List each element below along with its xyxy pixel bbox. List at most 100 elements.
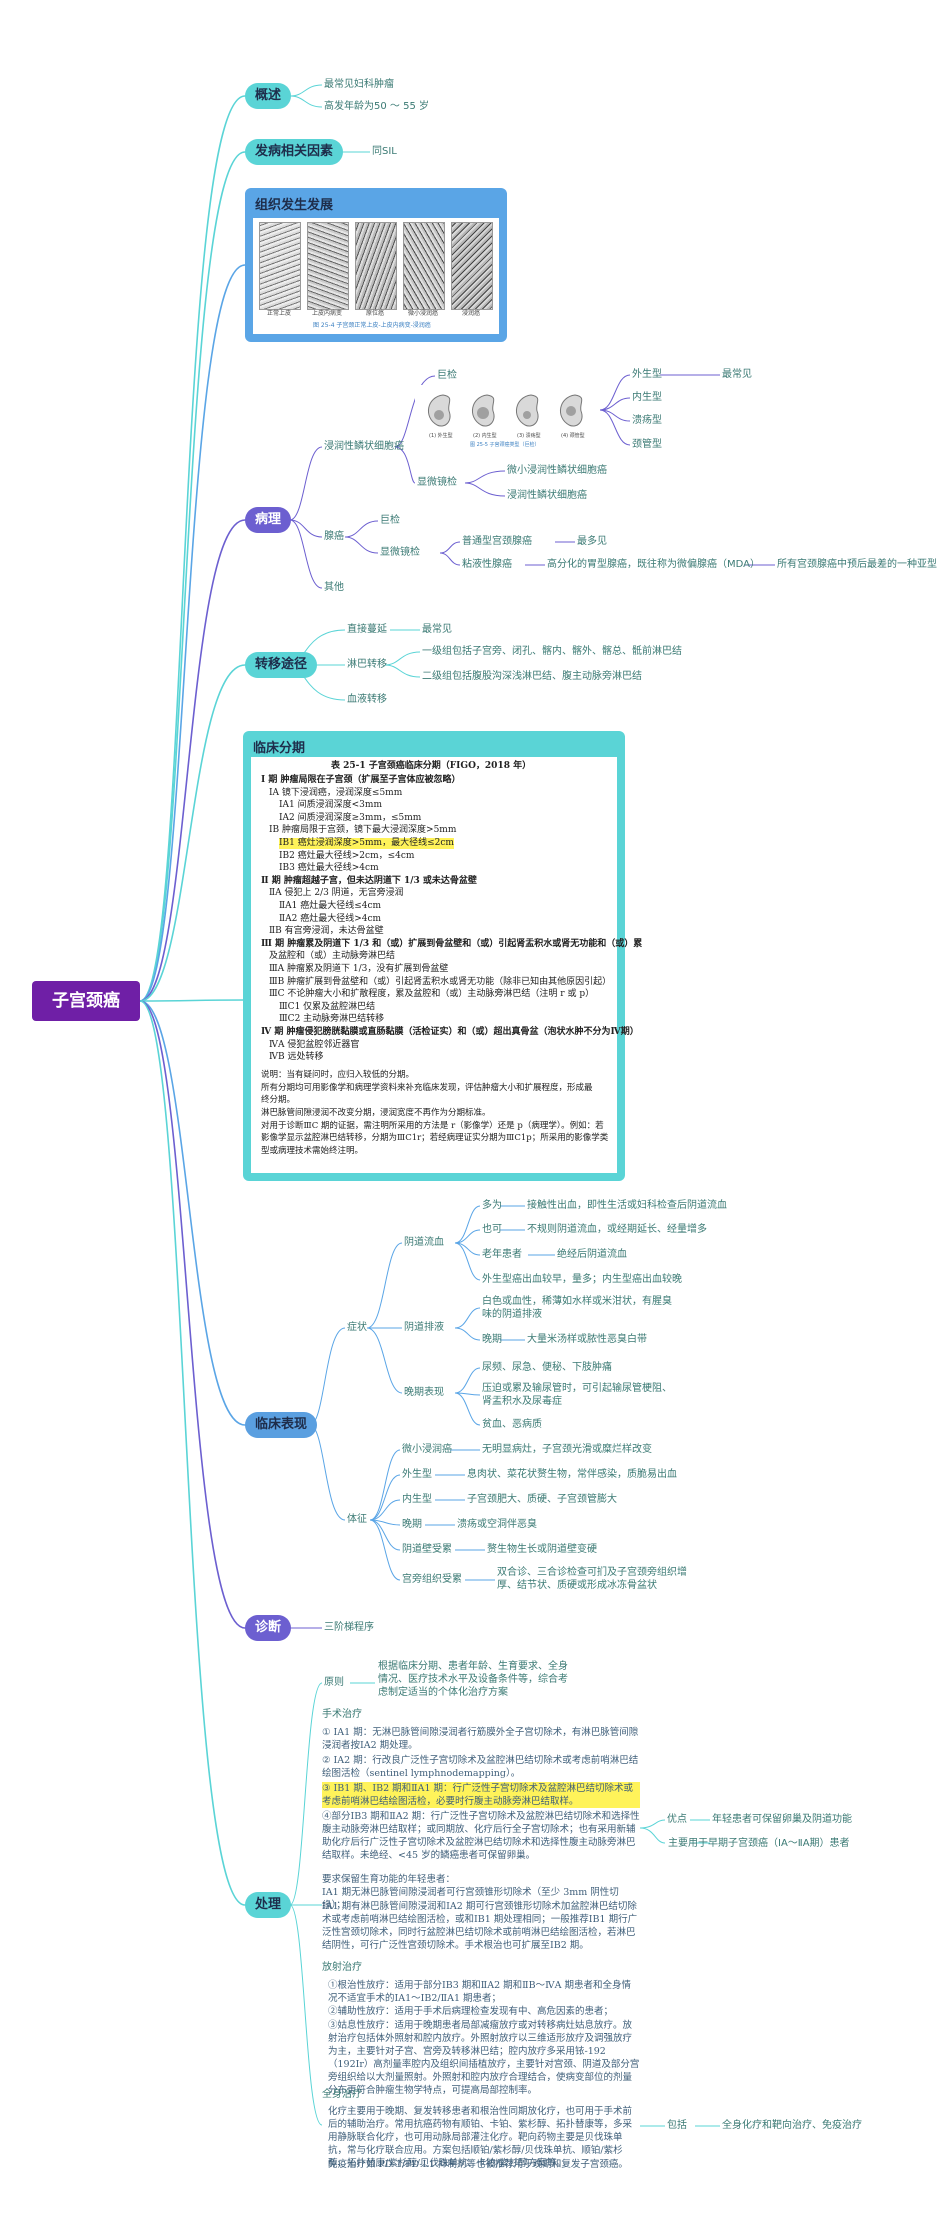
surgery-adv-label[interactable]: 优点 [667,1814,687,1825]
staging-line: ⅠB1 癌灶浸润深度>5mm，最大径线≤2cm [279,838,454,849]
staging-line: ⅠA1 间质浸润深度<3mm [279,800,382,811]
staging-line: ⅢB 肿瘤扩展到骨盆壁和（或）引起肾盂积水或肾无功能（除非已知由其他原因引起） [269,976,612,987]
node-pathology[interactable]: 病理 [245,507,292,533]
surgery-line-4: ④部分ⅠB3 期和ⅡA2 期：行广泛性子宫切除术及盆腔淋巴结切除术和选择性腹主动… [322,1811,640,1861]
overview-item-age: 高发年龄为50 ～ 55 岁 [324,101,429,112]
metastasis-blood: 血液转移 [347,694,387,705]
symptom-discharge[interactable]: 阴道排液 [404,1322,444,1333]
treatment-principle[interactable]: 原则 [324,1677,344,1688]
histogenesis-caption: 图 25-4 子宫颈正常上皮-上皮内病变-浸润癌 [313,322,431,329]
metastasis-direct-note: 最常见 [422,624,452,635]
gross-type-exo: 外生型 [632,369,662,380]
fig-label-exo: (1) 外生型 [429,433,453,439]
fertility-line-2: ⅠA1 期无淋巴脉管间隙浸润者可行宫颈锥形切除术（至少 3mm 阴性切缘）； [322,1887,619,1911]
node-overview[interactable]: 概述 [245,83,292,109]
surgery-line-1: ① ⅠA1 期：无淋巴脉管间隙浸润者行筋膜外全子宫切除术，有淋巴脉管间隙浸润者按… [322,1727,639,1751]
metastasis-lymph[interactable]: 淋巴转移 [347,659,387,670]
fig-label-canal: (4) 颈管型 [561,433,585,439]
staging-line: ⅢC 不论肿瘤大小和扩散程度，累及盆腔和（或）主动脉旁淋巴结（注明 r 或 p） [269,989,595,1000]
staging-line: ⅢC2 主动脉旁淋巴结转移 [279,1014,385,1025]
tile-label-normal: 正常上皮 [266,310,291,317]
bleed-key-1: 多为 [482,1200,502,1211]
adeno-micro[interactable]: 显微镜检 [380,547,420,558]
staging-line: 型或病理技术需始终注明。 [261,1145,364,1156]
tile-label-micro: 微小浸润癌 [407,310,438,317]
staging-line: 影像学显示盆腔淋巴结转移，分期为ⅢC1r；若经病理证实分期为ⅢC1p；所采用的影… [261,1133,609,1144]
adeno-common-note: 最多见 [577,536,607,547]
staging-table: 表 25-1 子宫颈癌临床分期（FIGO，2018 年） Ⅰ 期 肿瘤局限在子宫… [251,757,642,1173]
treatment-notes: 手术治疗 ① ⅠA1 期：无淋巴脉管间隙浸润者行筋膜外全子宫切除术，有淋巴脉管间… [322,1708,640,2170]
staging-line: Ⅲ 期 肿瘤累及阴道下 1/3 和（或）扩展到骨盆壁和（或）引起肾盂积水或肾无功… [261,938,643,949]
tile-label-invasive: 浸润癌 [461,310,480,317]
histology-image-cis [355,222,397,310]
fig-label-ulcer: (3) 溃疡型 [517,433,541,439]
gross-figure-caption: 图 25-5 子宫颈癌类型（巨检） [470,442,540,448]
staging-line: ⅢA 肿瘤累及阴道下 1/3，没有扩展到骨盆壁 [269,964,449,974]
clinical-symptoms[interactable]: 症状 [347,1322,367,1333]
scc-micro[interactable]: 显微镜检 [417,477,457,488]
pathology-scc[interactable]: 浸润性鳞状细胞癌 [324,441,404,452]
staging-line: ⅠB2 癌灶最大径线>2cm，≤4cm [279,850,415,861]
surgery-adv-1: 年轻患者可保留卵巢及阴道功能 [712,1814,852,1825]
fig-label-endo: (2) 内生型 [473,433,497,439]
staging-line: 淋巴脉管间隙浸润不改变分期，浸润宽度不再作为分期标准。 [261,1108,491,1118]
scc-gross[interactable]: 巨检 [437,370,457,381]
staging-line: ⅣA 侵犯盆腔邻近器官 [269,1039,360,1050]
node-metastasis[interactable]: 转移途径 [245,652,318,678]
symptom-late[interactable]: 晚期表现 [404,1387,444,1398]
sign-key-3: 内生型 [402,1494,432,1505]
scc-gross-figure: (1) 外生型 (2) 内生型 (3) 溃疡型 (4) 颈管型 图 25-5 子… [415,385,600,455]
sign-val-4: 溃疡或空洞伴恶臭 [457,1519,537,1530]
node-risk-factors[interactable]: 发病相关因素 [245,139,344,165]
scc-micro-item-1: 微小浸润性鳞状细胞癌 [507,465,607,476]
histogenesis-figure: 正常上皮 上皮内病变 原位癌 微小浸润癌 浸润癌 图 25-4 子宫颈正常上皮-… [253,218,499,334]
staging-table-title: 表 25-1 子宫颈癌临床分期（FIGO，2018 年） [331,761,532,771]
pathology-other: 其他 [324,582,344,593]
chemo-line-2: 免疫治疗如 PD-1/PD-L1 抑制剂等也被推荐用于晚期和复发子宫颈癌。 [328,2159,628,2170]
exo-note: 最常见 [722,369,752,380]
staging-line: ⅠB 肿瘤局限于宫颈，镜下最大浸润深度>5mm [269,825,457,836]
staging-line: 及盆腔和（或）主动脉旁淋巴结 [269,951,396,962]
surgery-line-3: ③ ⅠB1 期、ⅠB2 期和ⅡA1 期：行广泛性子宫切除术及盆腔淋巴结切除术或考… [322,1782,640,1808]
staging-line: ⅠA 镜下浸润癌，浸润深度≤5mm [269,787,403,798]
treatment-chemo: 全身治疗 [322,2089,362,2100]
staging-line: ⅣB 远处转移 [269,1052,324,1063]
sign-key-2: 外生型 [402,1469,432,1480]
adeno-mucinous-note: 高分化的胃型腺癌，既往称为微偏腺癌（MDA） [547,559,760,570]
sign-val-5: 赘生物生长或阴道壁变硬 [487,1544,597,1555]
staging-line: ⅡA2 癌灶最大径线>4cm [279,913,382,924]
node-diagnosis[interactable]: 诊断 [245,1615,292,1641]
chemo-line-1: 化疗主要用于晚期、复发转移患者和根治性同期放化疗，也可用于手术前后的辅助治疗。常… [328,2106,633,2169]
surgery-line-2: ② ⅠA2 期：行改良广泛性子宫切除术及盆腔淋巴结切除术或考虑前哨淋巴结绘图活检… [322,1755,639,1779]
adeno-gross[interactable]: 巨检 [380,515,400,526]
diagnosis-item: 三阶梯程序 [324,1622,374,1633]
tile-label-cis: 原位癌 [365,310,384,317]
fertility-line-1: 要求保留生育功能的年轻患者： [322,1874,456,1885]
node-clinical[interactable]: 临床表现 [245,1412,318,1438]
staging-line: 终分期。 [261,1095,296,1106]
staging-line: ⅠB3 癌灶最大径线>4cm [279,863,379,874]
sign-val-6: 双合诊、三合诊检查可扪及子宫颈旁组织增厚、结节状、质硬或形成冰冻骨盆状 [497,1567,687,1591]
pathology-adeno[interactable]: 腺癌 [324,531,344,542]
clinical-signs[interactable]: 体征 [347,1514,367,1525]
lymph-group-2: 二级组包括腹股沟深浅淋巴结、腹主动脉旁淋巴结 [422,671,642,682]
discharge-item-1: 白色或血性，稀薄如水样或米泔状，有腥臭味的阴道排液 [482,1296,672,1320]
discharge-late-label: 晚期 [482,1334,502,1345]
root-node[interactable]: 子宫颈癌 [32,981,140,1021]
bleed-key-3: 老年患者 [482,1249,522,1260]
node-treatment[interactable]: 处理 [245,1892,292,1918]
tile-label-sil: 上皮内病变 [311,310,342,317]
symptom-bleeding[interactable]: 阴道流血 [404,1237,444,1248]
bleed-val-1: 接触性出血，即性生活或妇科检查后阴道流血 [527,1200,727,1211]
staging-line: 对用于诊断ⅢC 期的证据，需注明所采用的方法是 r（影像学）还是 p（病理学）。… [261,1120,604,1131]
staging-line: 说明：当有疑问时，应归入较低的分期。 [261,1070,415,1081]
chemo-includes-label[interactable]: 包括 [667,2120,687,2131]
histology-image-invasive [451,222,493,310]
late-item-2: 压迫或累及输尿管时，可引起输尿管梗阻、肾盂积水及尿毒症 [482,1383,672,1407]
sign-val-3: 子宫颈肥大、质硬、子宫颈管膨大 [467,1494,617,1505]
overview-item-common: 最常见妇科肿瘤 [324,79,394,90]
treatment-principle-text: 根据临床分期、患者年龄、生育要求、全身情况、医疗技术水平及设备条件等，综合考虑制… [378,1661,568,1698]
adeno-common: 普通型宫颈腺癌 [462,536,532,547]
staging-line: ⅢC1 仅累及盆腔淋巴结 [279,1001,376,1012]
